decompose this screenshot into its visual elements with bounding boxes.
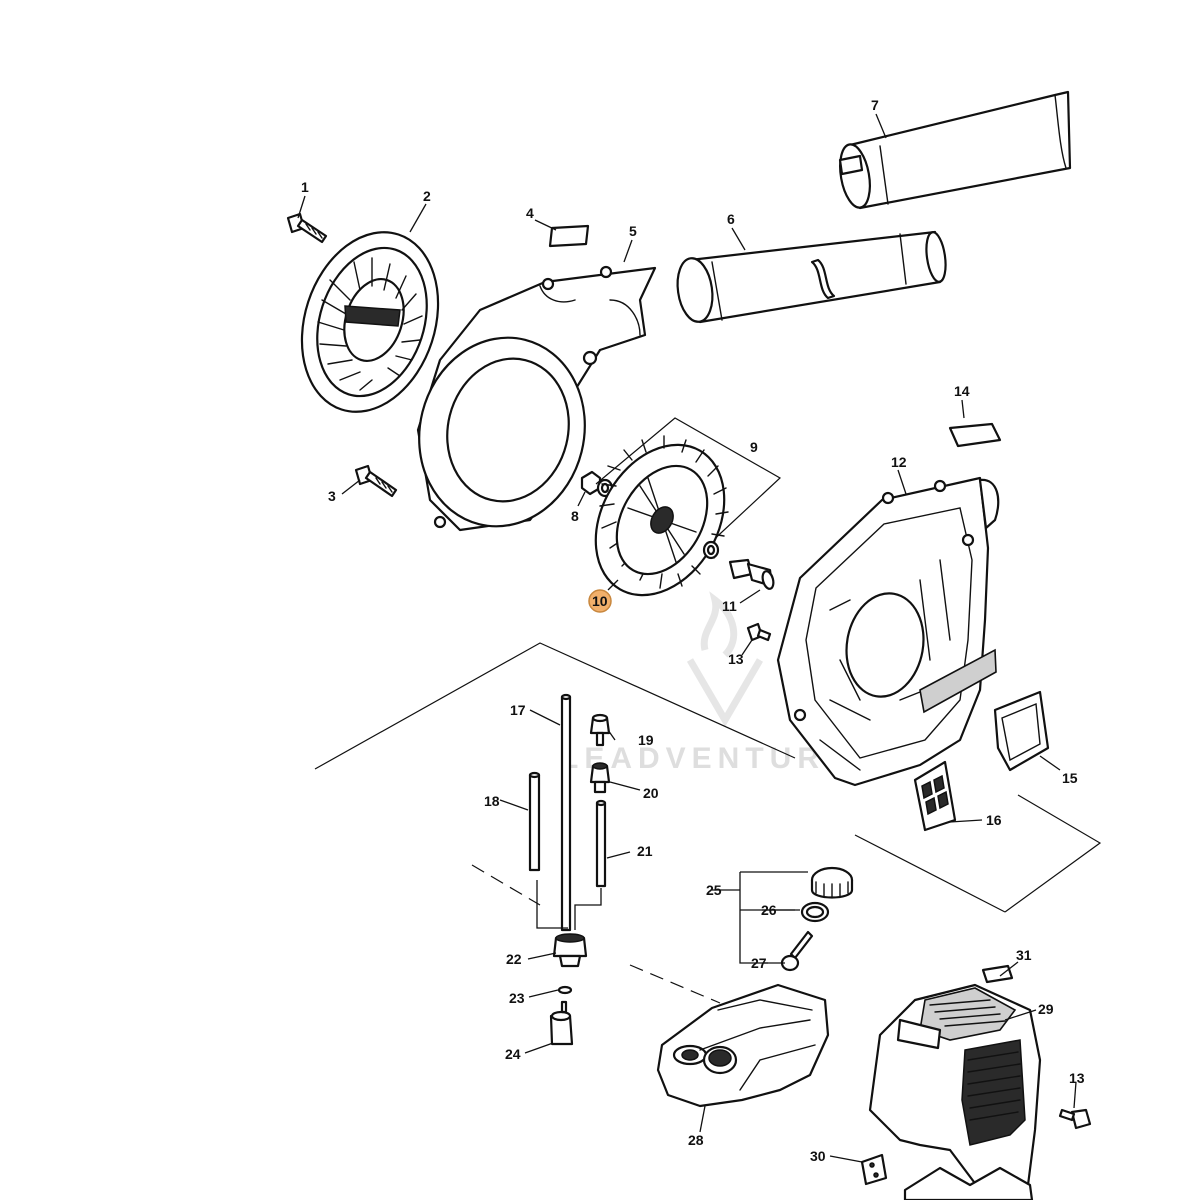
lower-shroud[interactable]	[903, 1166, 1034, 1200]
part-2-fan-cover[interactable]	[280, 214, 460, 429]
callout-10-highlight	[588, 589, 612, 613]
part-9-frame	[595, 417, 782, 546]
callout-18[interactable]: 18	[484, 793, 500, 809]
callout-1[interactable]: 1	[301, 179, 309, 195]
part-26-gasket[interactable]	[800, 901, 830, 923]
part-4-label[interactable]	[548, 224, 590, 248]
leader-lines	[297, 113, 1077, 1163]
part-30-pad[interactable]	[860, 1153, 888, 1186]
part-17-tube[interactable]	[560, 693, 572, 932]
callout-30[interactable]: 30	[810, 1148, 826, 1164]
callout-15[interactable]: 15	[1062, 770, 1078, 786]
part-5-blower-housing[interactable]	[399, 265, 657, 544]
callout-24[interactable]: 24	[505, 1046, 521, 1062]
callout-31[interactable]: 31	[1016, 947, 1032, 963]
part-8-nut[interactable]	[580, 470, 614, 498]
callout-27[interactable]: 27	[751, 955, 767, 971]
watermark: LEADVENTURE	[560, 591, 845, 775]
callout-13b[interactable]: 13	[1069, 1070, 1085, 1086]
callout-numbers: 1 2 3 4 5 6 7 8 9 10 11 12 13 14 15 16 1…	[301, 97, 1085, 1164]
callout-11[interactable]: 11	[722, 598, 737, 614]
part-16-grille-block[interactable]	[913, 760, 957, 832]
part-9-washer[interactable]	[702, 540, 720, 560]
tube-connection-lines	[536, 880, 602, 930]
callout-23[interactable]: 23	[509, 990, 525, 1006]
part-24-pickup-weight[interactable]	[549, 1000, 574, 1046]
part-27-tether[interactable]	[780, 930, 814, 972]
part-22-filter[interactable]	[552, 933, 588, 968]
part-3-screw[interactable]	[354, 464, 398, 498]
callout-16[interactable]: 16	[986, 812, 1002, 828]
callout-28[interactable]: 28	[688, 1132, 704, 1148]
callout-12[interactable]: 12	[891, 454, 907, 470]
callout-4[interactable]: 4	[526, 205, 534, 221]
callout-20[interactable]: 20	[643, 785, 659, 801]
callout-14[interactable]: 14	[954, 383, 970, 399]
assembly-frame	[314, 642, 1102, 913]
part-15-cover[interactable]	[993, 690, 1050, 772]
part-12-engine-housing[interactable]	[776, 476, 1000, 787]
part-20-fitting[interactable]	[589, 762, 611, 794]
part-7-nozzle[interactable]	[836, 90, 1072, 210]
part-14-label[interactable]	[948, 422, 1002, 448]
part-28-fuel-tank[interactable]	[656, 983, 830, 1108]
callout-25[interactable]: 25	[706, 882, 722, 898]
part-19-fitting[interactable]	[589, 713, 611, 747]
part-23-oring[interactable]	[557, 985, 573, 995]
part-1-screw[interactable]	[286, 212, 328, 244]
callout-21[interactable]: 21	[637, 843, 653, 859]
callout-10[interactable]: 10	[592, 593, 608, 609]
callout-17[interactable]: 17	[510, 702, 526, 718]
callout-5[interactable]: 5	[629, 223, 637, 239]
part-29-engine-cover[interactable]	[868, 983, 1042, 1192]
callout-3[interactable]: 3	[328, 488, 336, 504]
part-25-fuel-cap[interactable]	[810, 866, 854, 899]
callout-2[interactable]: 2	[423, 188, 431, 204]
callout-22[interactable]: 22	[506, 951, 522, 967]
part-31-label[interactable]	[981, 964, 1014, 984]
assembly-dash-line	[471, 864, 721, 1004]
callout-8[interactable]: 8	[571, 508, 579, 524]
callout-13a[interactable]: 13	[728, 651, 744, 667]
callout-26[interactable]: 26	[761, 902, 777, 918]
callout-29[interactable]: 29	[1038, 1001, 1054, 1017]
part-13-bolt[interactable]	[746, 622, 772, 642]
callout-6[interactable]: 6	[727, 211, 735, 227]
callout-9[interactable]: 9	[750, 439, 758, 455]
part-18-tube[interactable]	[528, 771, 541, 872]
callout-7[interactable]: 7	[871, 97, 879, 113]
part-11-shaft[interactable]	[728, 558, 775, 590]
callout-19[interactable]: 19	[638, 732, 654, 748]
part-13-bolt-lower[interactable]	[1058, 1108, 1092, 1130]
part-6-pipe[interactable]	[674, 230, 949, 324]
part-10-fan-impeller[interactable]	[570, 422, 750, 619]
part-21-tube[interactable]	[595, 799, 607, 888]
watermark-logo	[686, 591, 764, 727]
